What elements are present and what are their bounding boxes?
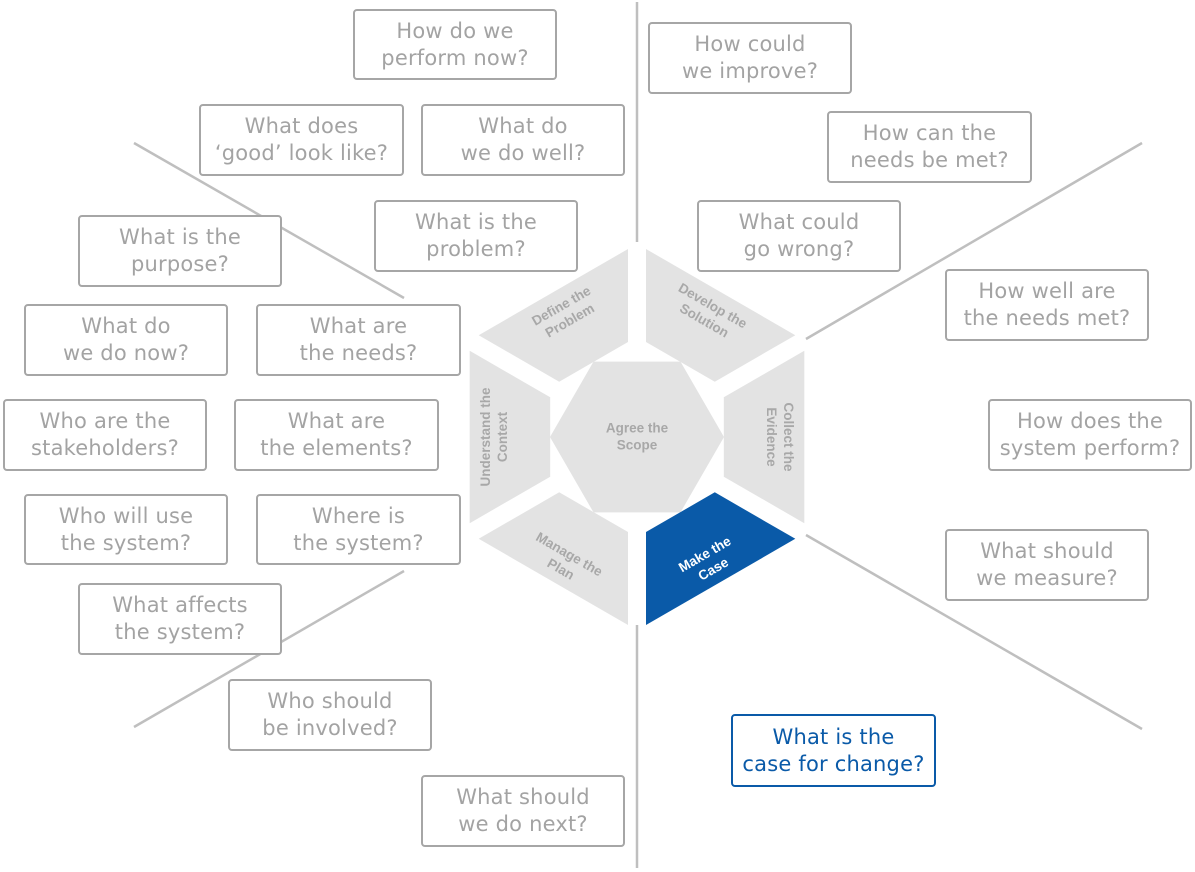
question-text-line: go wrong?	[743, 237, 855, 261]
question-text-line: Where is	[311, 503, 406, 528]
question-box[interactable]: What do we do now?	[24, 304, 228, 376]
segment-make[interactable]	[646, 492, 796, 625]
question-box[interactable]: What are the elements?	[234, 399, 439, 471]
question-text-line: the needs met?	[963, 306, 1131, 330]
segment-develop[interactable]	[646, 249, 796, 382]
question-text-line: purpose?	[130, 252, 230, 276]
question-text-line: we do well?	[460, 141, 586, 165]
question-box[interactable]: Who are the stakeholders?	[3, 399, 207, 471]
question-box[interactable]: What is the purpose?	[78, 215, 282, 287]
question-text-line: the system?	[293, 530, 424, 555]
center-hexagon[interactable]	[550, 361, 724, 513]
segment-define[interactable]	[478, 249, 628, 382]
question-text-line: problem?	[426, 237, 526, 261]
question-text-line: the elements?	[260, 436, 413, 460]
question-box[interactable]: What do we do well?	[421, 104, 625, 176]
question-text-line: What does	[244, 114, 359, 138]
question-text-line: What is the	[415, 210, 537, 234]
question-box[interactable]: What affects the system?	[78, 583, 282, 655]
segment-collect[interactable]	[723, 350, 805, 524]
question-text-line: What do	[478, 114, 568, 138]
question-text-line: What should	[980, 539, 1114, 563]
question-text-line: we do next?	[458, 812, 588, 836]
question-text-line: Who will use	[58, 503, 194, 528]
question-text-line: we measure?	[976, 566, 1118, 590]
question-box[interactable]: What should we measure?	[945, 529, 1149, 601]
segment-manage[interactable]	[478, 492, 628, 625]
question-text-line: What are	[309, 314, 408, 338]
question-text-line: case for change?	[742, 751, 925, 776]
question-text-line: ‘good’ look like?	[214, 141, 389, 165]
question-text-line: What should	[456, 785, 590, 809]
question-box[interactable]: What does ‘good’ look like?	[199, 104, 404, 176]
question-box[interactable]: How could we improve?	[648, 22, 852, 94]
segment-understand[interactable]	[469, 350, 551, 524]
question-box[interactable]: Who should be involved?	[228, 679, 432, 751]
question-box[interactable]: What could go wrong?	[697, 200, 901, 272]
question-box[interactable]: How can the needs be met?	[827, 111, 1032, 183]
question-text-line: perform now?	[381, 45, 529, 70]
question-text-line: we do now?	[62, 341, 190, 365]
question-box[interactable]: How does the system perform?	[988, 399, 1192, 471]
question-box[interactable]: What should we do next?	[421, 775, 625, 847]
question-box[interactable]: What are the needs?	[256, 304, 461, 376]
question-text-line: Who should	[267, 689, 393, 713]
question-text-line: stakeholders?	[31, 436, 179, 460]
question-box[interactable]: How well are the needs met?	[945, 269, 1149, 341]
question-text-line: the system?	[114, 620, 246, 644]
question-text-line: we improve?	[681, 59, 819, 83]
question-text-line: What is the	[772, 724, 895, 749]
question-text-line: the system?	[60, 530, 192, 555]
question-text-line: be involved?	[262, 716, 398, 740]
question-text-line: How do we	[396, 18, 514, 43]
question-box[interactable]: What is the problem?	[374, 200, 578, 272]
segment-label-collect: Collect theEvidence	[764, 402, 796, 472]
question-text-line: What do	[81, 314, 171, 338]
question-text-line: What are	[287, 409, 386, 433]
question-text-line: What is the	[119, 225, 241, 249]
question-text-line: system perform?	[999, 436, 1181, 460]
question-text-line: What could	[738, 210, 860, 234]
divider-line	[805, 141, 1143, 341]
divider-line	[805, 533, 1143, 731]
question-text-line: How well are	[978, 279, 1116, 303]
question-text-line: How could	[694, 32, 806, 56]
question-text-line: needs be met?	[850, 148, 1009, 172]
question-text-line: the needs?	[299, 341, 418, 365]
question-text-line: What affects	[112, 593, 248, 617]
question-text-line: Who are the	[39, 409, 171, 433]
question-text-line: How can the	[862, 121, 997, 145]
question-text-line: How does the	[1016, 409, 1164, 433]
